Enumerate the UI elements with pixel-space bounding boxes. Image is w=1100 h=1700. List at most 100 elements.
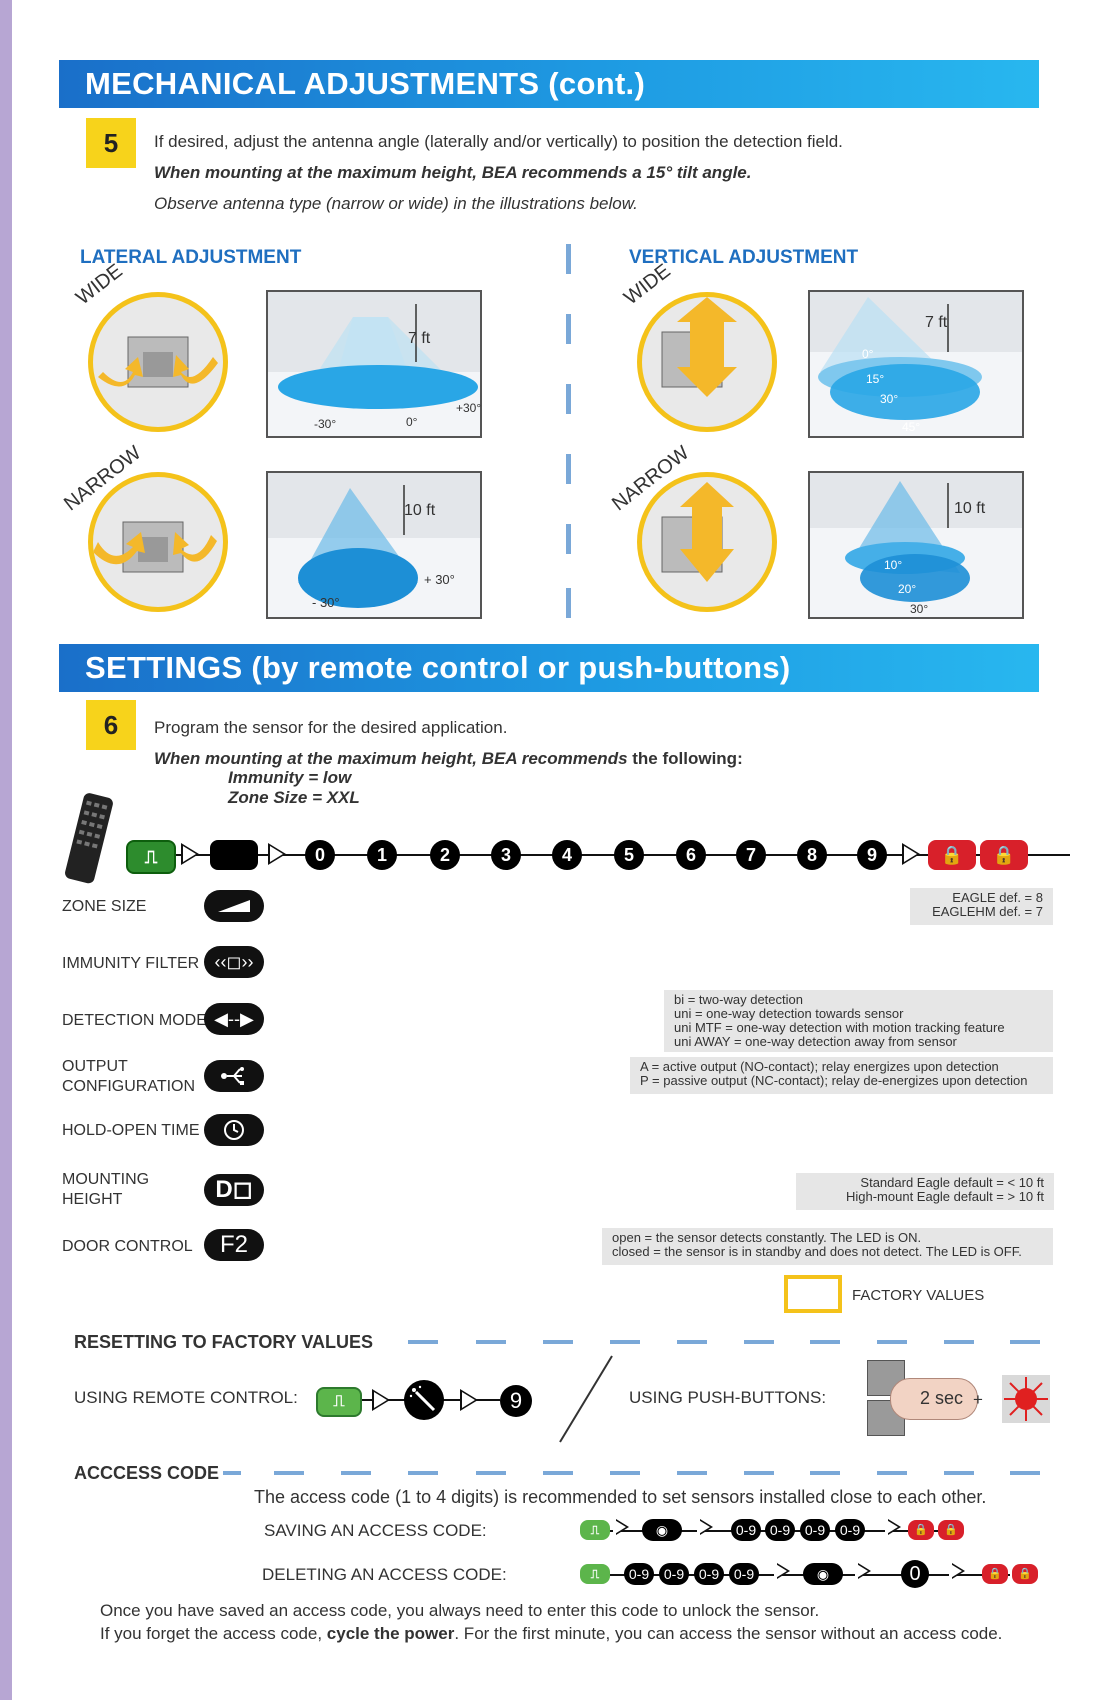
arrow-icon <box>885 1519 901 1535</box>
dash <box>408 1471 438 1475</box>
reset-heading: RESETTING TO FACTORY VALUES <box>74 1332 374 1352</box>
digit-token: 0-9 <box>624 1563 654 1585</box>
immunity-icon: ‹‹◻›› <box>204 946 264 978</box>
zone-note-line: EAGLEHM def. = 7 <box>932 904 1043 919</box>
footer2-part-a: If you forget the access code, <box>100 1624 327 1643</box>
slash-divider <box>559 1355 613 1443</box>
step5-instruction: If desired, adjust the antenna angle (la… <box>154 132 843 151</box>
clock-icon <box>204 1114 264 1146</box>
mounting-note-line: High-mount Eagle default = > 10 ft <box>845 1189 1044 1204</box>
divider-dash <box>566 454 571 484</box>
mounting-note-line: Standard Eagle default = < 10 ft <box>860 1175 1044 1190</box>
dash <box>341 1471 371 1475</box>
mounting-label-line2: HEIGHT <box>62 1191 123 1208</box>
arrow-icon <box>613 1519 629 1535</box>
access-footer-line1: Once you have saved an access code, you … <box>100 1601 820 1620</box>
dash <box>677 1471 707 1475</box>
dash <box>944 1340 974 1344</box>
step6-recommendation: When mounting at the maximum height, BEA… <box>154 749 743 769</box>
digit-token: 0-9 <box>835 1519 865 1541</box>
digit-4: 4 <box>552 840 582 870</box>
dash <box>610 1340 640 1344</box>
door-control-icon: F2 <box>204 1229 264 1261</box>
digit-7: 7 <box>736 840 766 870</box>
unlock-button-icon: ⎍ <box>580 1564 610 1584</box>
arrow-icon <box>268 843 286 865</box>
step6-instruction: Program the sensor for the desired appli… <box>154 718 508 737</box>
digit-2: 2 <box>430 840 460 870</box>
factory-values-legend: FACTORY VALUES <box>852 1287 985 1304</box>
dash <box>877 1471 907 1475</box>
lock-button-icon: 🔒 <box>980 840 1028 870</box>
door-control-note: open = the sensor detects constantly. Th… <box>602 1228 1053 1265</box>
access-code-heading: ACCCESS CODE <box>74 1463 220 1483</box>
lock-button-icon: 🔒 <box>908 1520 934 1540</box>
vertical-wide-angle-45: 45° <box>902 420 921 434</box>
unlock-button-icon: ⎍ <box>580 1520 610 1540</box>
lock-button-icon: 🔒 <box>938 1520 964 1540</box>
door-note-line: open = the sensor detects constantly. Th… <box>612 1230 922 1245</box>
vertical-wide-field-image <box>808 290 1024 438</box>
step-5-badge: 5 <box>86 118 136 168</box>
arrow-icon <box>697 1519 713 1535</box>
mounting-label-line1: MOUNTING <box>62 1171 150 1188</box>
dash <box>744 1471 774 1475</box>
left-margin-bar <box>0 0 12 1700</box>
lateral-narrow-height: 10 ft <box>404 502 436 519</box>
step5-note: Observe antenna type (narrow or wide) in… <box>154 194 638 213</box>
divider-dash <box>566 524 571 554</box>
lock-button-icon: 🔒 <box>928 840 976 870</box>
red-led-icon <box>1002 1375 1050 1423</box>
step6-recommendation-tail: the following: <box>627 749 743 768</box>
mounting-height-icon: D◻ <box>204 1174 264 1206</box>
vertical-narrow-angle-20: 20° <box>898 582 917 596</box>
lock-key-icon: ◉ <box>642 1519 682 1541</box>
arrow-icon <box>902 843 920 865</box>
detection-mode-icon: ◀--▶ <box>204 1003 264 1035</box>
vertical-wide-antenna-image <box>637 292 777 432</box>
mechanical-adjustments-banner: MECHANICAL ADJUSTMENTS (cont.) <box>59 60 1039 108</box>
access-footer-line2: If you forget the access code, cycle the… <box>100 1624 1002 1644</box>
dash <box>944 1471 974 1475</box>
dash <box>1010 1340 1040 1344</box>
digit-token: 0-9 <box>765 1519 795 1541</box>
immunity-recommendation: Immunity = low <box>228 768 352 787</box>
lateral-wide-angle-left: -30° <box>314 417 337 431</box>
output-label-line1: OUTPUT <box>62 1058 128 1075</box>
lateral-narrow-antenna-image <box>88 472 228 612</box>
digit-token: 0-9 <box>800 1519 830 1541</box>
cycle-the-power-text: cycle the power <box>326 1624 455 1643</box>
vertical-narrow-antenna-image <box>637 472 777 612</box>
digit-6: 6 <box>676 840 706 870</box>
step6-recommendation-lead: When mounting at the maximum height, BEA… <box>154 749 628 768</box>
output-configuration-note: A = active output (NO-contact); relay en… <box>630 1057 1053 1094</box>
dash <box>610 1471 640 1475</box>
detection-note-line: uni = one-way detection towards sensor <box>674 1006 904 1021</box>
immunity-filter-label: IMMUNITY FILTER <box>62 955 200 972</box>
dash <box>543 1471 573 1475</box>
arrow-icon <box>181 843 199 865</box>
reset-remote-label: USING REMOTE CONTROL: <box>74 1388 298 1407</box>
detection-note-line: bi = two-way detection <box>674 992 803 1007</box>
vertical-narrow-field-image <box>808 471 1024 619</box>
unlock-button-icon: ⎍ <box>316 1387 362 1417</box>
arrow-icon <box>372 1389 390 1411</box>
dash <box>408 1340 438 1344</box>
chain-line <box>140 854 1070 856</box>
lateral-wide-angle-center: 0° <box>406 415 418 429</box>
dash <box>476 1471 506 1475</box>
arrow-icon <box>949 1563 965 1579</box>
hold-open-time-label: HOLD-OPEN TIME <box>62 1122 200 1139</box>
push-duration: 2 sec <box>920 1388 964 1408</box>
lateral-wide-angle-right: +30° <box>456 401 482 415</box>
settings-banner: SETTINGS (by remote control or push-butt… <box>59 644 1039 692</box>
magic-wand-icon <box>404 1380 444 1420</box>
output-note-line: P = passive output (NC-contact); relay d… <box>640 1073 1028 1088</box>
detection-note-line: uni MTF = one-way detection with motion … <box>674 1020 1005 1035</box>
reset-digit-9: 9 <box>500 1385 532 1417</box>
vertical-narrow-height: 10 ft <box>954 500 986 517</box>
digit-3: 3 <box>491 840 521 870</box>
dash <box>744 1340 774 1344</box>
unlock-button-icon: ⎍ <box>126 840 176 874</box>
